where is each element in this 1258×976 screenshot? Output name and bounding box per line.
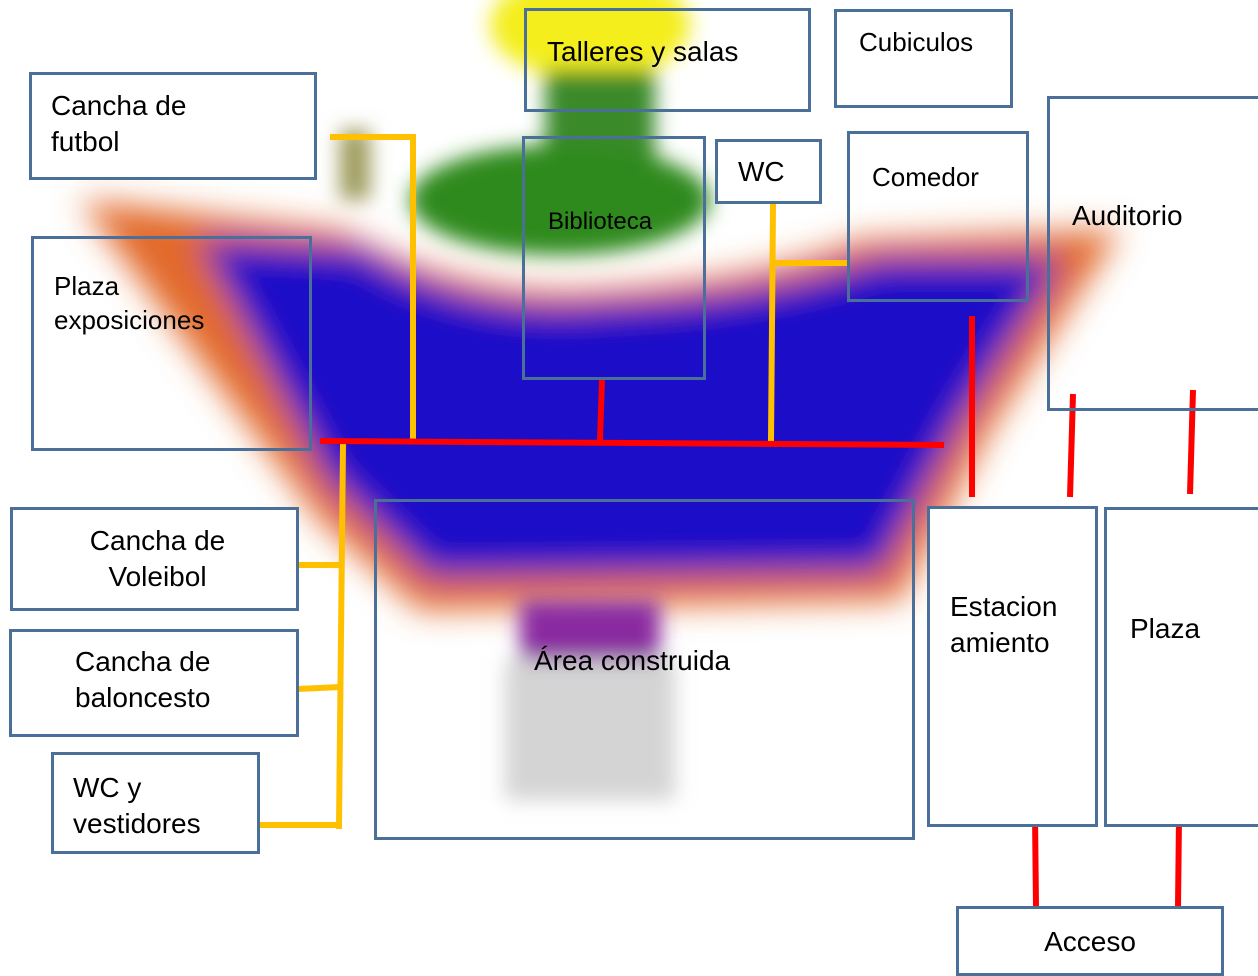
box-plaza-exposiciones: Plaza exposiciones — [31, 236, 312, 451]
box-wc-vestidores: WC y vestidores — [51, 752, 260, 854]
box-cubiculos: Cubiculos — [834, 9, 1013, 108]
link-auditorio-2 — [1187, 389, 1196, 495]
link-acceso-1 — [1032, 814, 1039, 908]
label-comedor: Comedor — [872, 162, 979, 192]
link-acceso-2 — [1175, 817, 1182, 908]
box-cancha-voleibol: Cancha de Voleibol — [10, 507, 299, 611]
label-acceso: Acceso — [1044, 926, 1136, 957]
label-auditorio: Auditorio — [1072, 200, 1183, 231]
link-auditorio-1 — [1067, 393, 1076, 498]
label-cancha-baloncesto: Cancha de baloncesto — [75, 646, 211, 714]
box-plaza: Plaza — [1104, 507, 1258, 827]
box-area-construida: Área construida — [374, 499, 915, 840]
label-wc-vestidores: WC y vestidores — [73, 772, 201, 840]
label-wc: WC — [738, 156, 785, 187]
link-wc — [767, 202, 777, 444]
link-sports-trunk — [335, 441, 347, 830]
box-biblioteca: Biblioteca — [522, 136, 706, 380]
main-axis — [319, 438, 945, 448]
label-estacionamiento: Estacion amiento — [950, 591, 1058, 659]
label-cancha-futbol: Cancha de futbol — [51, 90, 187, 158]
box-acceso: Acceso — [956, 906, 1224, 976]
label-area-construida: Área construida — [534, 645, 731, 676]
link-futbol — [330, 134, 416, 443]
label-biblioteca: Biblioteca — [548, 208, 653, 235]
link-biblioteca — [597, 379, 605, 442]
label-plaza: Plaza — [1130, 613, 1201, 644]
label-plaza-exposiciones: Plaza exposiciones — [54, 271, 205, 335]
link-baloncesto — [294, 683, 344, 693]
box-estacionamiento: Estacion amiento — [927, 506, 1098, 827]
box-comedor: Comedor — [847, 131, 1029, 302]
box-wc: WC — [715, 139, 822, 204]
label-cancha-voleibol: Cancha de Voleibol — [89, 525, 226, 593]
label-cubiculos: Cubiculos — [859, 27, 974, 57]
box-cancha-futbol: Cancha de futbol — [29, 72, 317, 180]
box-auditorio: Auditorio — [1047, 96, 1258, 411]
box-cancha-baloncesto: Cancha de baloncesto — [9, 629, 299, 737]
box-talleres: Talleres y salas — [524, 8, 811, 112]
label-talleres: Talleres y salas — [547, 36, 739, 67]
